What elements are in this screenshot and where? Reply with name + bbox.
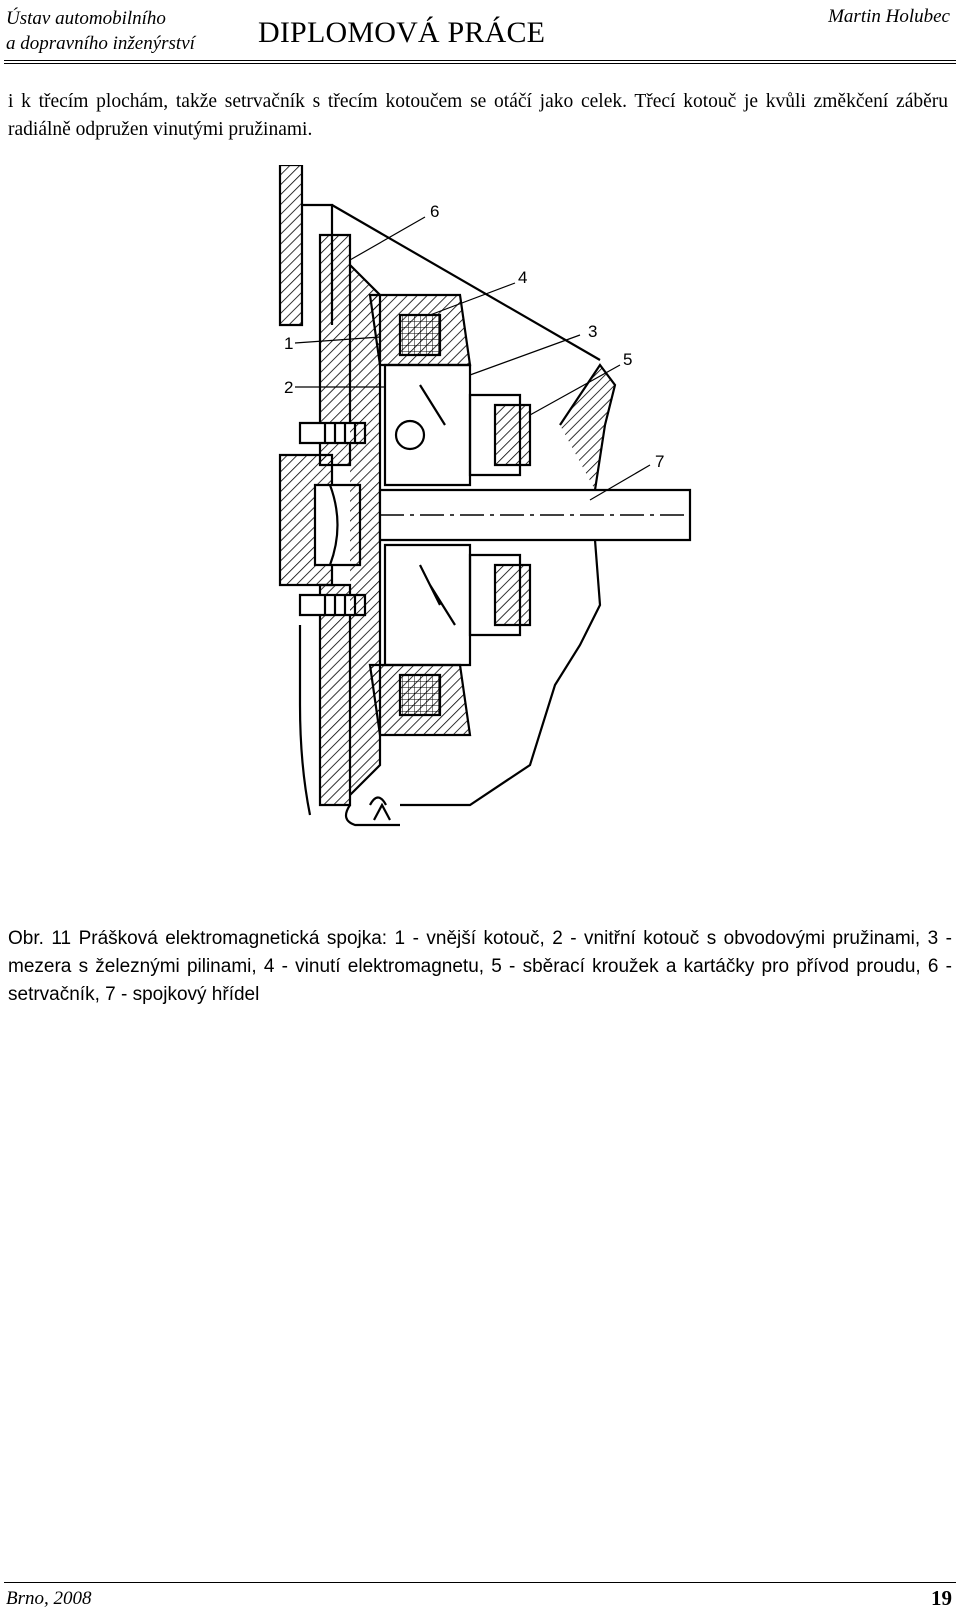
body-paragraph: i k třecím plochám, takže setrvačník s t… xyxy=(8,91,948,140)
header-author: Martin Holubec xyxy=(828,6,950,27)
header-title: DIPLOMOVÁ PRÁCE xyxy=(258,16,546,49)
label-7: 7 xyxy=(655,452,664,471)
label-5: 5 xyxy=(623,350,632,369)
figure-clutch-drawing: 6 4 3 5 7 1 2 xyxy=(270,163,720,865)
clutch-cross-section: 6 4 3 5 7 1 2 xyxy=(278,163,692,827)
header-institute-line1: Ústav automobilního xyxy=(6,8,166,29)
label-4: 4 xyxy=(518,268,527,287)
footer-place-year: Brno, 2008 xyxy=(6,1588,92,1609)
label-3: 3 xyxy=(588,322,597,341)
header-institute-line2: a dopravního inženýrství xyxy=(6,33,195,54)
header-rule xyxy=(4,60,956,64)
figure-caption: Obr. 11 Prášková elektromagnetická spojk… xyxy=(8,928,952,1005)
label-1: 1 xyxy=(284,334,293,353)
header-institute: Ústav automobilního a dopravního inženýr… xyxy=(6,6,195,56)
label-6: 6 xyxy=(430,202,439,221)
label-2: 2 xyxy=(284,378,293,397)
footer-rule xyxy=(4,1582,956,1583)
footer-page-number: 19 xyxy=(931,1586,952,1610)
